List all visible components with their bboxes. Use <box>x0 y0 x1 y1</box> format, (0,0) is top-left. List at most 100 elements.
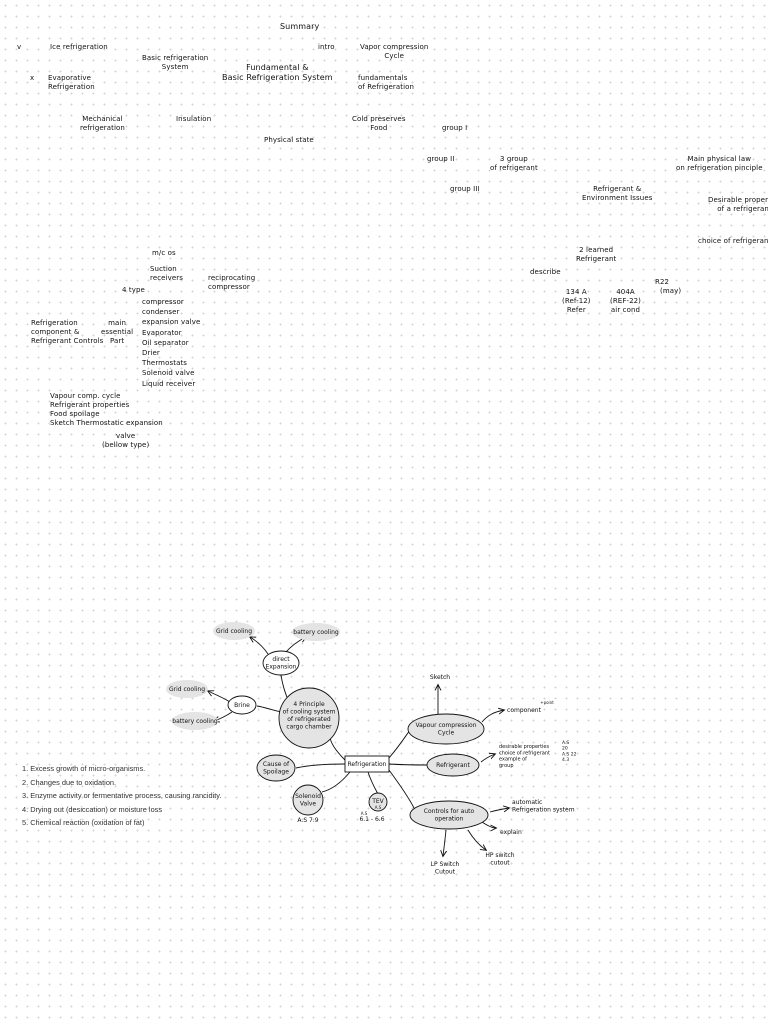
brine-node <box>227 695 257 715</box>
connector-refrigerant-notes <box>480 754 495 763</box>
solenoid-valve-node <box>292 784 324 816</box>
tev-node <box>368 792 388 812</box>
refrigeration-center-node <box>344 755 390 773</box>
list-item: 3. Enzyme activity or fermentative proce… <box>22 791 222 801</box>
connector-center-refrigerant <box>388 763 429 766</box>
connector-center-spoilage <box>295 763 346 769</box>
battery-cooling-label-2: battery cooling <box>172 718 218 725</box>
r22-note: R22 <box>655 278 670 286</box>
group-i-note: group I <box>442 124 468 132</box>
refrigerant-environment-note: Refrigerant & Environment Issues <box>582 185 653 202</box>
reciprocating-compressor-note: reciprocating compressor <box>208 274 256 291</box>
desirable-properties-note: Desirable properties of a refrigerant <box>708 196 768 213</box>
connector-controls-hp <box>467 829 486 850</box>
tev-mark-label: A.S <box>361 811 368 816</box>
three-group-refrigerant-note: 3 group of refrigerant <box>490 155 538 172</box>
list-item: 4. Drying out (desiccation) or moisture … <box>22 804 163 814</box>
cross-mark: x <box>30 74 35 82</box>
intro-note: intro <box>318 43 335 51</box>
connector-principle-brine <box>256 705 282 713</box>
vapour-compression-node <box>407 713 485 745</box>
grid-cooling-bubble-1 <box>213 622 255 640</box>
connector-controls-auto <box>489 808 509 813</box>
connector-brine-grid <box>208 691 231 703</box>
describe-note: describe <box>530 268 561 276</box>
vapor-comp-topics-note: Vapour comp. cycle Refrigerant propertie… <box>50 392 163 427</box>
component-list-note: compressor condenser expansion valve Eva… <box>142 298 201 388</box>
brine-label: Brine <box>234 702 250 709</box>
ice-refrigeration-note: Ice refrigeration <box>50 43 108 51</box>
mind-map-nodes <box>166 622 489 830</box>
list-item: 5. Chemical reaction (oxidation of fat) <box>22 818 145 828</box>
connector-direct-grid <box>250 637 269 655</box>
grid-cooling-bubble-2 <box>166 680 208 698</box>
connector-vapour-component <box>481 710 504 723</box>
component-mark-label: +point <box>540 700 554 705</box>
solenoid-ref-label: A.S 7.9 <box>297 817 318 824</box>
suction-receivers-note: Suction receivers <box>150 265 184 282</box>
choice-of-refrigerant-note: choice of refrigerant <box>698 237 768 245</box>
sketch-label: Sketch <box>430 674 450 681</box>
grid-cooling-label-1: Grid cooling <box>216 628 252 635</box>
direct-expansion-node <box>262 650 300 676</box>
tev-sub-label: A.S <box>375 805 382 810</box>
connector-controls-explain <box>481 821 496 828</box>
principle-node <box>278 687 340 749</box>
two-learned-refrigerant-note: 2 learned Refrigerant <box>576 246 617 263</box>
spoilage-causes-list: 1. Excess growth of micro-organisms. 2. … <box>22 762 222 830</box>
physical-state-note: Physical state <box>264 136 314 144</box>
list-item: 1. Excess growth of micro-organisms. <box>22 764 146 773</box>
insulation-note: Insulation <box>176 115 212 123</box>
connector-center-principle <box>329 735 346 761</box>
vapor-compression-cycle-note: Vapor compression Cycle <box>360 43 429 60</box>
battery-cooling-label-1: battery cooling <box>293 629 339 636</box>
mc-os-note: m/c os <box>152 249 176 257</box>
check-mark: v <box>17 43 22 51</box>
summary-title: Summary <box>280 22 320 31</box>
r404a-note: 404A (REF-22) air cond <box>610 288 642 314</box>
connector-center-solenoid <box>321 771 351 793</box>
battery-cooling-bubble-1 <box>292 623 340 641</box>
connector-center-tev <box>367 771 379 795</box>
refrigerant-node <box>426 753 480 777</box>
connector-controls-lp <box>443 829 446 856</box>
r134a-note: 134 A (Ref-12) Refer <box>562 288 591 314</box>
refrigeration-component-controls-note: Refrigeration component & Refrigerant Co… <box>31 319 104 345</box>
main-essential-part-note: main essential Part <box>101 319 134 345</box>
explain-label: explain <box>500 829 522 836</box>
connector-principle-direct <box>280 674 289 701</box>
refrigeration-center-label: Refrigeration <box>348 761 387 768</box>
controls-node <box>409 800 489 830</box>
evaporative-refrigeration-note: Evaporative Refrigeration <box>48 74 95 91</box>
cause-of-spoilage-node <box>256 754 296 782</box>
list-item: 2. Changes due to oxidation. <box>22 777 117 787</box>
main-physical-law-note: Main physical law on refrigeration pinci… <box>676 155 763 172</box>
r22-may-note: (may) <box>660 287 682 295</box>
four-type-note: 4 type <box>122 286 145 294</box>
valve-bellow-note: valve (bellow type) <box>102 432 150 449</box>
tev-label: TEV <box>371 798 384 805</box>
basic-refrigeration-system-note: Basic refrigeration System <box>142 54 209 71</box>
connector-center-vapour <box>388 729 411 759</box>
connector-center-controls <box>388 769 415 809</box>
grid-cooling-label-2: Grid cooling <box>169 686 205 693</box>
tev-ref-label: 6.1 - 6.6 <box>359 816 384 823</box>
mechanical-refrigeration-note: Mechanical refrigeration <box>80 115 125 132</box>
group-iii-note: group III <box>450 185 480 193</box>
fundamentals-of-refrigeration-note: fundamentals of Refrigeration <box>358 74 415 91</box>
fundamental-basic-note: Fundamental & Basic Refrigeration System <box>222 63 333 82</box>
group-ii-note: group II <box>427 155 455 163</box>
